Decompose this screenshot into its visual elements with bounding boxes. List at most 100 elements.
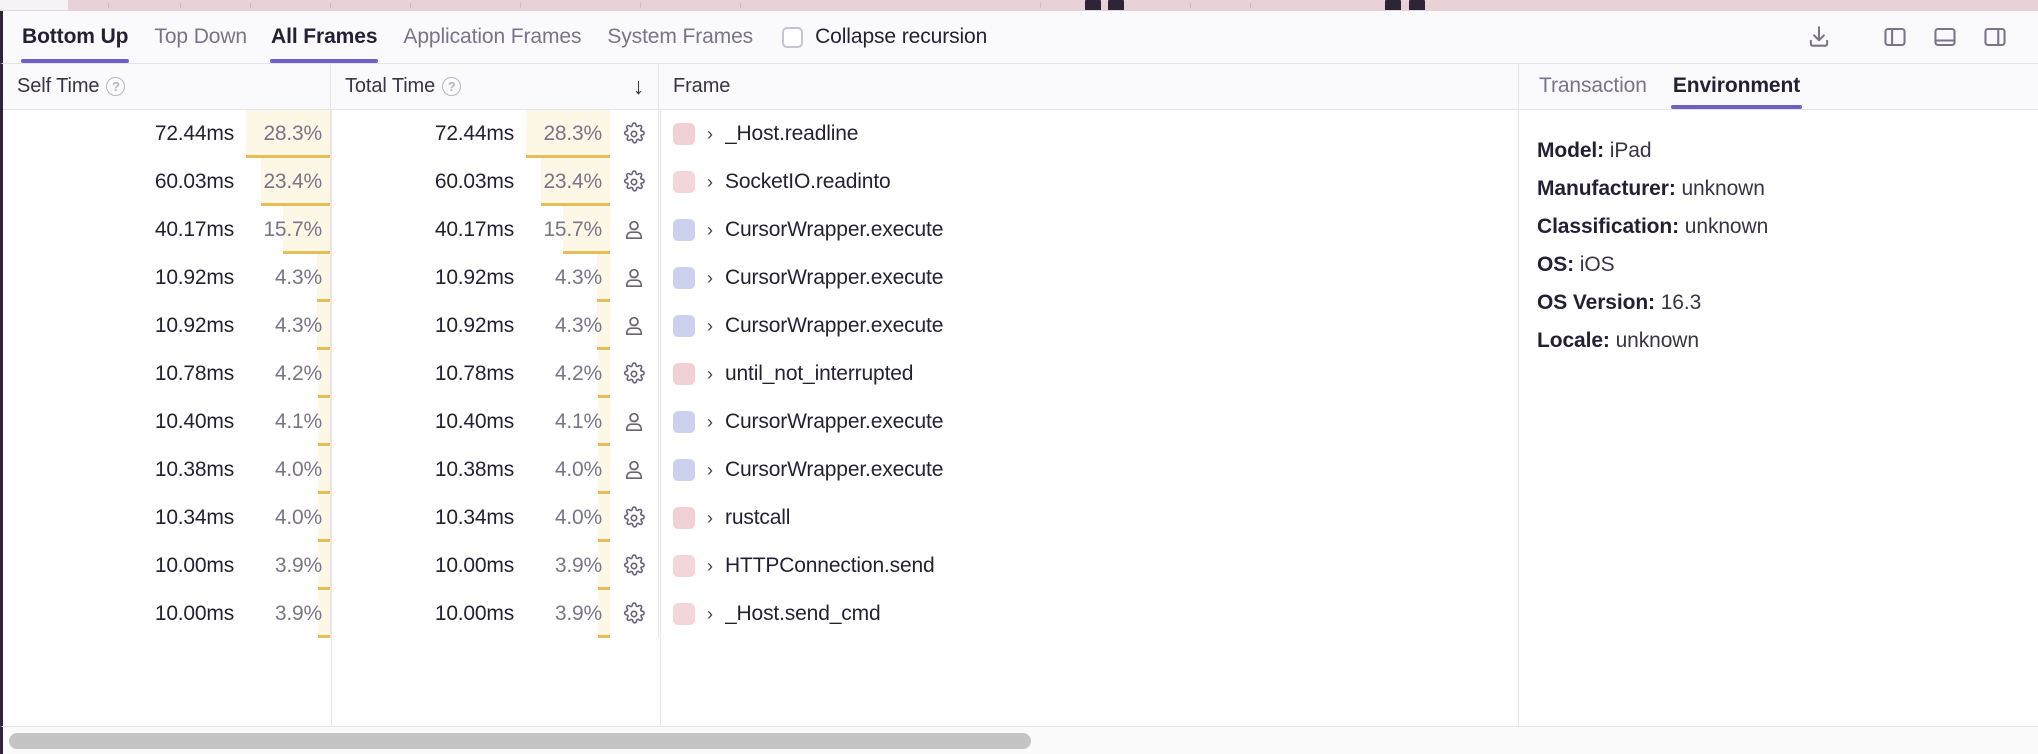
tab-bottom-up[interactable]: Bottom Up xyxy=(21,11,130,63)
column-header-self-time[interactable]: Self Time ? xyxy=(3,64,331,109)
tab-all-frames[interactable]: All Frames xyxy=(270,11,379,63)
gear-icon xyxy=(610,158,658,206)
cell-frame: › CursorWrapper.execute xyxy=(659,302,1518,350)
collapse-recursion-checkbox[interactable] xyxy=(782,26,804,48)
frame-name[interactable]: SocketIO.readinto xyxy=(725,170,891,193)
cell-frame: › rustcall xyxy=(659,494,1518,542)
self-time-percent-bar: 4.1% xyxy=(246,398,330,446)
frame-color-swatch xyxy=(673,411,695,433)
layout-bottom-panel-icon[interactable] xyxy=(1924,16,1966,58)
frame-name[interactable]: CursorWrapper.execute xyxy=(725,314,944,337)
tab-application-frames[interactable]: Application Frames xyxy=(403,25,582,48)
self-time-value: 10.92ms xyxy=(154,314,234,337)
person-icon xyxy=(610,206,658,254)
frame-name[interactable]: CursorWrapper.execute xyxy=(725,458,944,481)
percent-bar-fill xyxy=(598,446,610,494)
scrollbar-thumb[interactable] xyxy=(9,732,1032,749)
tab-environment[interactable]: Environment xyxy=(1670,74,1803,109)
scrollbar-track[interactable] xyxy=(9,732,1512,749)
column-header-frame[interactable]: Frame xyxy=(659,64,1518,109)
flamegraph-block[interactable] xyxy=(1409,0,1425,10)
layout-left-panel-icon[interactable] xyxy=(1874,16,1916,58)
environment-key: Manufacturer: xyxy=(1537,177,1676,200)
chevron-right-icon[interactable]: › xyxy=(707,412,713,432)
chevron-right-icon[interactable]: › xyxy=(707,460,713,480)
total-time-value: 10.78ms xyxy=(434,362,514,385)
horizontal-scrollbar[interactable] xyxy=(0,726,2038,754)
chevron-right-icon[interactable]: › xyxy=(707,556,713,576)
frame-name[interactable]: _Host.readline xyxy=(725,122,859,145)
chevron-right-icon[interactable]: › xyxy=(707,220,713,240)
flamegraph-tick xyxy=(520,3,521,8)
frame-name[interactable]: _Host.send_cmd xyxy=(725,602,881,625)
chevron-right-icon[interactable]: › xyxy=(707,508,713,528)
gear-icon xyxy=(610,542,658,590)
gear-icon xyxy=(610,350,658,398)
total-time-value: 60.03ms xyxy=(434,170,514,193)
flamegraph-tick xyxy=(250,3,251,8)
self-time-percent-bar: 3.9% xyxy=(246,542,330,590)
chevron-right-icon[interactable]: › xyxy=(707,172,713,192)
frame-name[interactable]: CursorWrapper.execute xyxy=(725,266,944,289)
column-header-total-time-label: Total Time xyxy=(345,75,436,97)
percent-bar-fill xyxy=(246,110,330,158)
collapse-recursion-control[interactable]: Collapse recursion xyxy=(782,25,987,49)
flamegraph-block[interactable] xyxy=(1108,0,1124,10)
download-icon[interactable] xyxy=(1798,16,1840,58)
flamegraph-strip[interactable] xyxy=(0,0,2038,11)
chevron-right-icon[interactable]: › xyxy=(707,268,713,288)
chevron-right-icon[interactable]: › xyxy=(707,124,713,144)
chevron-right-icon[interactable]: › xyxy=(707,604,713,624)
percent-value: 4.0% xyxy=(554,458,602,481)
flamegraph-block[interactable] xyxy=(1385,0,1401,10)
tab-top-down[interactable]: Top Down xyxy=(154,25,248,48)
percent-value: 4.1% xyxy=(274,410,322,433)
percent-value: 4.3% xyxy=(554,314,602,337)
chevron-right-icon[interactable]: › xyxy=(707,316,713,336)
total-time-value: 10.00ms xyxy=(434,602,514,625)
frame-name[interactable]: CursorWrapper.execute xyxy=(725,410,944,433)
percent-bar-fill xyxy=(318,350,330,398)
total-time-percent-bar: 4.1% xyxy=(526,398,610,446)
self-time-percent-bar: 4.0% xyxy=(246,494,330,542)
column-header-total-time[interactable]: Total Time ? ↓ xyxy=(331,64,659,109)
sort-descending-icon[interactable]: ↓ xyxy=(632,73,645,99)
self-time-value: 40.17ms xyxy=(154,218,234,241)
layout-right-panel-icon[interactable] xyxy=(1974,16,2016,58)
help-icon[interactable]: ? xyxy=(442,77,462,96)
percent-value: 4.3% xyxy=(274,314,322,337)
frame-color-swatch xyxy=(673,171,695,193)
frame-name[interactable]: until_not_interrupted xyxy=(725,362,914,385)
total-time-percent-bar: 4.2% xyxy=(526,350,610,398)
environment-key: OS Version: xyxy=(1537,291,1655,314)
flamegraph-block[interactable] xyxy=(1085,0,1101,10)
tab-system-frames[interactable]: System Frames xyxy=(607,25,754,48)
percent-bar-fill xyxy=(526,110,610,158)
chevron-right-icon[interactable]: › xyxy=(707,364,713,384)
help-icon[interactable]: ? xyxy=(106,77,126,96)
tab-transaction[interactable]: Transaction xyxy=(1539,74,1647,97)
percent-bar-fill xyxy=(598,398,610,446)
frame-name[interactable]: rustcall xyxy=(725,506,791,529)
percent-value: 3.9% xyxy=(554,602,602,625)
frame-name[interactable]: CursorWrapper.execute xyxy=(725,218,944,241)
panel-body: Self Time ? Total Time ? ↓ Frame 72.44ms… xyxy=(0,64,2038,726)
frame-name[interactable]: HTTPConnection.send xyxy=(725,554,935,577)
